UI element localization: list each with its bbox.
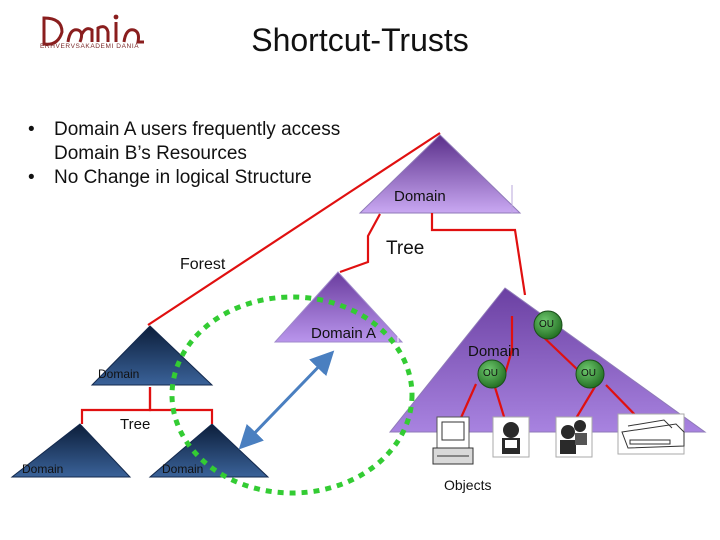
tree-label-right: Tree (386, 238, 425, 259)
ou-circle (575, 359, 605, 389)
bullet-item: Domain A users frequently access Domain … (28, 118, 388, 166)
shortcut-circle (169, 294, 415, 496)
ou-label: OU (483, 368, 498, 379)
dania-logo (42, 14, 144, 46)
top-domain-label: Domain (394, 188, 446, 205)
users-icon (555, 416, 593, 458)
domain-a-label: Domain A (311, 325, 377, 342)
users-icon (492, 416, 530, 458)
ou-circle (477, 359, 507, 389)
slide-title: Shortcut-Trusts (251, 22, 469, 58)
tree-label-left: Tree (120, 416, 151, 433)
printer-icon (617, 413, 685, 455)
domain-b-label: Domain (468, 343, 520, 360)
bottom-left-domain-triangle (10, 423, 132, 478)
ou-label: OU (539, 319, 554, 330)
trust-lines (80, 132, 641, 424)
objects-label: Objects (444, 477, 492, 493)
ou-label: OU (581, 368, 596, 379)
bottom-mid-domain-label: Domain (162, 462, 204, 476)
domain-a-triangle (273, 271, 404, 343)
forest-label: Forest (180, 256, 226, 273)
ou-circle (533, 310, 563, 340)
bottom-left-domain-label: Domain (22, 462, 64, 476)
left-domain-triangle (90, 325, 214, 386)
bottom-mid-domain-triangle (148, 423, 270, 478)
domain-b-triangle (388, 287, 707, 433)
logo-caption: ERHVERVSAKADEMI DANIA (40, 43, 140, 50)
shortcut-trust-arrow (238, 350, 335, 450)
bullet-list: Domain A users frequently access Domain … (28, 118, 388, 189)
left-domain-label: Domain (98, 367, 140, 381)
computer-icon (432, 416, 474, 465)
top-domain-triangle (358, 134, 522, 214)
bullet-item: No Change in logical Structure (28, 166, 388, 190)
